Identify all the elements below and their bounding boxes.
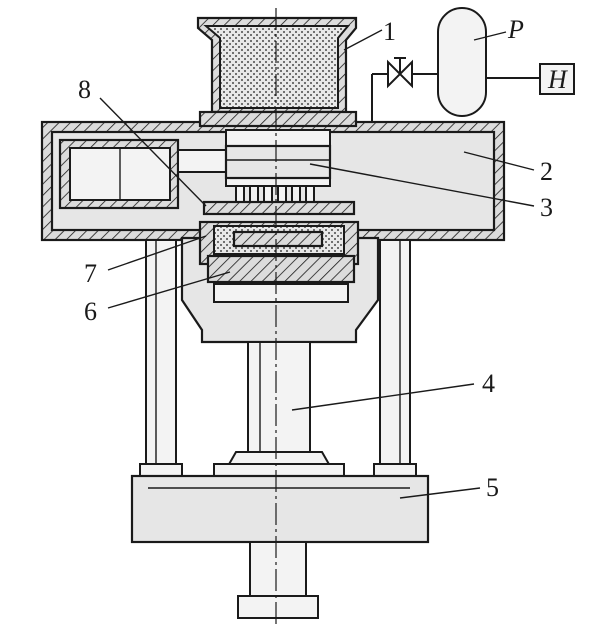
nozzle-block	[202, 129, 356, 216]
base	[130, 474, 430, 619]
leader-lines	[99, 29, 535, 499]
label-6: 6	[84, 297, 97, 326]
pump-box	[539, 63, 575, 95]
label-2: 2	[540, 157, 553, 186]
label-7: 7	[84, 259, 97, 288]
guide-columns	[139, 239, 417, 477]
hopper	[196, 16, 358, 128]
valve-icon	[387, 59, 413, 89]
label-p: P	[507, 15, 524, 44]
label-5: 5	[486, 473, 499, 502]
label-h: H	[547, 65, 568, 94]
ram	[213, 341, 345, 477]
label-1: 1	[383, 17, 396, 46]
pressure-vessel	[437, 7, 487, 117]
pressure-system	[371, 7, 575, 122]
label-3: 3	[540, 193, 553, 222]
mold-assembly	[180, 220, 380, 344]
label-4: 4	[482, 369, 495, 398]
label-8: 8	[78, 75, 91, 104]
